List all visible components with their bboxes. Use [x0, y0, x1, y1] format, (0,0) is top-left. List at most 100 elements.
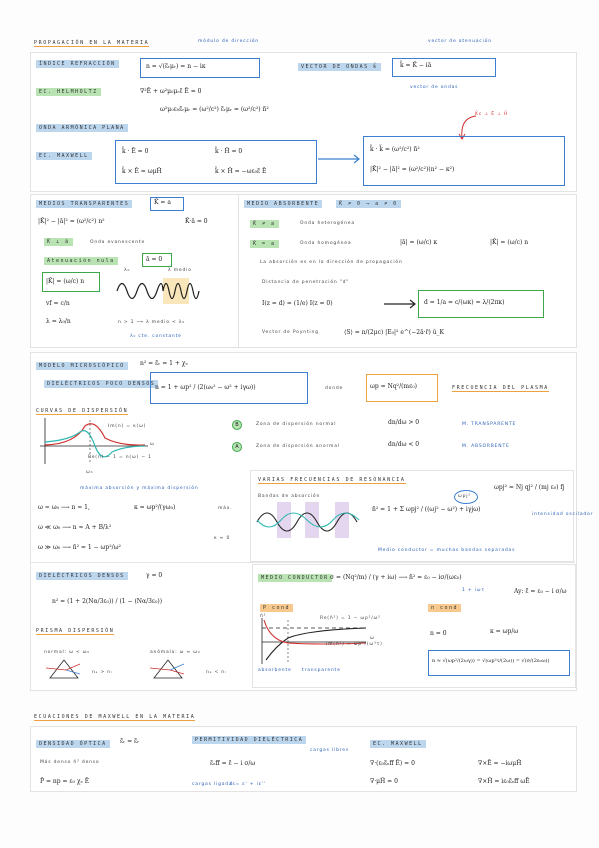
mx2: k̃ · H̄ = 0: [215, 148, 243, 155]
footer-title: ECUACIONES DE MAXWELL EN LA MATERIA: [34, 714, 196, 721]
t6: λ = λ₀/n: [46, 318, 71, 325]
t3-box-frame: [142, 253, 172, 267]
maxwell-box: [115, 140, 317, 184]
t2-text: Onda evanescente: [90, 240, 146, 245]
t3-box: ā = 0: [146, 256, 163, 263]
cond-n: n = 0: [430, 630, 447, 637]
abs-tag: MEDIO ABSORBENTE: [244, 200, 323, 208]
t8: λ₀ cte. constante: [130, 334, 182, 339]
mx1: k̃ · Ē = 0: [122, 148, 149, 155]
wave-lm-label: λ medio: [168, 268, 192, 273]
dense-tag: DIELÉCTRICOS DENSOS: [36, 572, 128, 580]
multi-bottom: Medio conductor = muchas bandas separada…: [378, 548, 516, 553]
t1: |K̄|² − |ā|² = (ω²/c²) n²: [38, 218, 105, 225]
mx4: k̃ × H̄ = −ωε₀ε̃ Ē: [215, 168, 267, 175]
a2-eq: |ā| = (ω/c) κ: [400, 239, 438, 246]
curv-title: CURVAS DE DISPERSIÓN: [36, 408, 129, 415]
a4: Distancia de penetración "d": [262, 280, 350, 285]
z1-eq: dn/dω > 0: [388, 419, 420, 426]
curve2-tr: transparente: [302, 668, 341, 673]
t5: vf = c/n: [46, 300, 70, 307]
helmholtz-eq1: ∇²Ē + ω²μ₀μᵣε̃ Ē = 0: [140, 88, 202, 95]
z1-out: M. TRANSPARENTE: [462, 422, 517, 427]
transp-box: K̄ = a: [154, 199, 171, 206]
z2: Zona de dispersión anormal: [256, 444, 340, 449]
prism-title: PRISMA DISPERSIÓN: [36, 628, 115, 635]
page-title: PROPAGACIÓN EN LA MATERIA: [34, 40, 150, 47]
a3: La absorción es en la dirección de propa…: [260, 260, 403, 265]
section-absorbente: [238, 194, 577, 348]
t2-box: K̄ ⊥ ā: [44, 238, 73, 246]
multi-title: VARIAS FRECUENCIAS DE RESONANCIA: [258, 477, 406, 484]
prism-n: normal: ω < ω₀: [44, 650, 90, 655]
curve-w0-label: ω₀: [86, 470, 94, 475]
c2: ω ≪ ω₀ ⟶ n ≈ A + B/λ²: [38, 524, 112, 531]
perm-tag: PERMITIVIDAD DIELÉCTRICA: [192, 736, 307, 744]
section-propagacion: [30, 52, 577, 192]
micro-tag: MODELO MICROSCÓPICO: [36, 362, 128, 370]
onda-tag: ONDA ARMÓNICA PLANA: [36, 124, 128, 132]
t4: |K̄| = (ω/c) n: [46, 278, 85, 285]
curve-w-label: ω: [150, 442, 155, 447]
a2-box: K̄ = a: [250, 240, 279, 248]
a6-eq: ⟨S⟩ = n/(2μc) |E₀|² e^(−2ā·r̄) ŭ_K: [344, 329, 445, 336]
emx4: ∇×H̄ = iε₀ε̃ₑff ωĒ: [478, 778, 530, 785]
curve2-x: ω: [370, 636, 375, 641]
section-transparentes: [30, 194, 240, 348]
panel-multi: [250, 470, 574, 562]
wave-graphic: [116, 278, 200, 304]
t4-box-frame: [42, 272, 100, 292]
curve2-eq2: Im(ñ²) = ωp²/(ω³τ): [326, 642, 383, 647]
vector-eq: k̃ = K̄ − iā: [400, 62, 432, 69]
micro-eq: n² = ε̃ᵣ = 1 + χₑ: [140, 360, 188, 367]
perm-note1: cargas libres: [310, 748, 350, 753]
kk2: |K̄|² − |ā|² = (ω²/c²)(n² − κ²): [370, 166, 455, 173]
multi-circ: ωpj²: [458, 494, 471, 499]
helmholtz-eq2: ω²μ₀ε₀ε̃ᵣμᵣ = (ω²/c²) ε̃ᵣμᵣ = (ω²/c²) ñ²: [160, 106, 269, 113]
a1-box: K̄ ≠ a: [250, 220, 279, 228]
a5-box-frame: [418, 290, 544, 318]
curve-red-label: Im(n) = κ(ω): [108, 424, 147, 429]
z2-eq: dn/dω < 0: [388, 441, 420, 448]
donde: donde: [325, 386, 344, 391]
indice-eq: n = √(ε̃ᵣμᵣ) = n − iκ: [146, 63, 206, 70]
perm-eq: ε̃ₑff = ε̃ − i σ/ω: [210, 760, 256, 767]
dens-eq2: Más denso ñ² denso: [40, 760, 100, 765]
t1b: K̄·ā = 0: [185, 218, 208, 225]
diel-tag: DIELÉCTRICOS POCO DENSOS: [44, 380, 159, 388]
zone-a-icon: A: [232, 442, 242, 452]
dens-eq3: P̄ = np = ε₀ χₑ Ē: [40, 778, 90, 785]
max-note: máxima absorción y máxima dispersión: [80, 486, 199, 491]
multi-label: Bandas de absorción: [258, 494, 321, 499]
conductor-curves: [261, 618, 367, 664]
a2-eq2: |K̄| = (ω/c) n: [490, 239, 529, 246]
dense-eq: n² = (1 + 2(Nα/3ε₀)) / (1 − (Nα/3ε₀)): [52, 598, 163, 605]
indice-tag: ÍNDICE REFRACCIÓN: [36, 60, 119, 68]
mx3: k̃ × Ē = ωμH̄: [122, 168, 162, 175]
multi-eq2: ωpj² = Nj qj² / (mj ε₀) fj: [494, 484, 565, 491]
multi-curves: [256, 502, 360, 538]
abs-box: K̄ ≠ 0 ⟶ a ≠ 0: [336, 200, 401, 208]
curve2-eq1: Re(ñ²) = 1 − ωp²/ω²: [320, 616, 381, 621]
t7: n > 1 ⟶ λ medio < λ₀: [118, 320, 185, 325]
zone-b-icon: B: [232, 420, 242, 430]
cond-box-frame: [428, 650, 570, 676]
prism-a2: nₐ < nᵣ: [206, 670, 227, 675]
multi-circle: [454, 490, 478, 504]
ncond-tag: n cond: [428, 604, 462, 612]
z1: Zona de dispersión normal: [256, 422, 337, 427]
t3-tag: Atenuación nula: [44, 257, 118, 265]
arrow-icon: [458, 115, 477, 140]
wp-note: FRECUENCIA DEL PLASMA: [452, 385, 549, 392]
a2-text: Onda homogénea: [300, 241, 352, 246]
note-atenuacion: vector de atenuación: [428, 39, 492, 44]
dens-eq: ε̃ᵣ = ε̃ᵣ: [120, 738, 140, 745]
a5: I(z = d) = (1/e) I(z = 0): [262, 300, 333, 307]
vector-box: [392, 58, 496, 77]
dispersion-curves: [40, 418, 148, 464]
a1-text: Onda heterogénea: [300, 221, 355, 226]
arrow-right-icon-2: [384, 299, 416, 309]
curve2-abs: absorbente: [258, 668, 292, 673]
cond-note: 1 + iωτ: [462, 588, 485, 593]
helmholtz-tag: EC. HELMHOLTZ: [36, 88, 101, 96]
